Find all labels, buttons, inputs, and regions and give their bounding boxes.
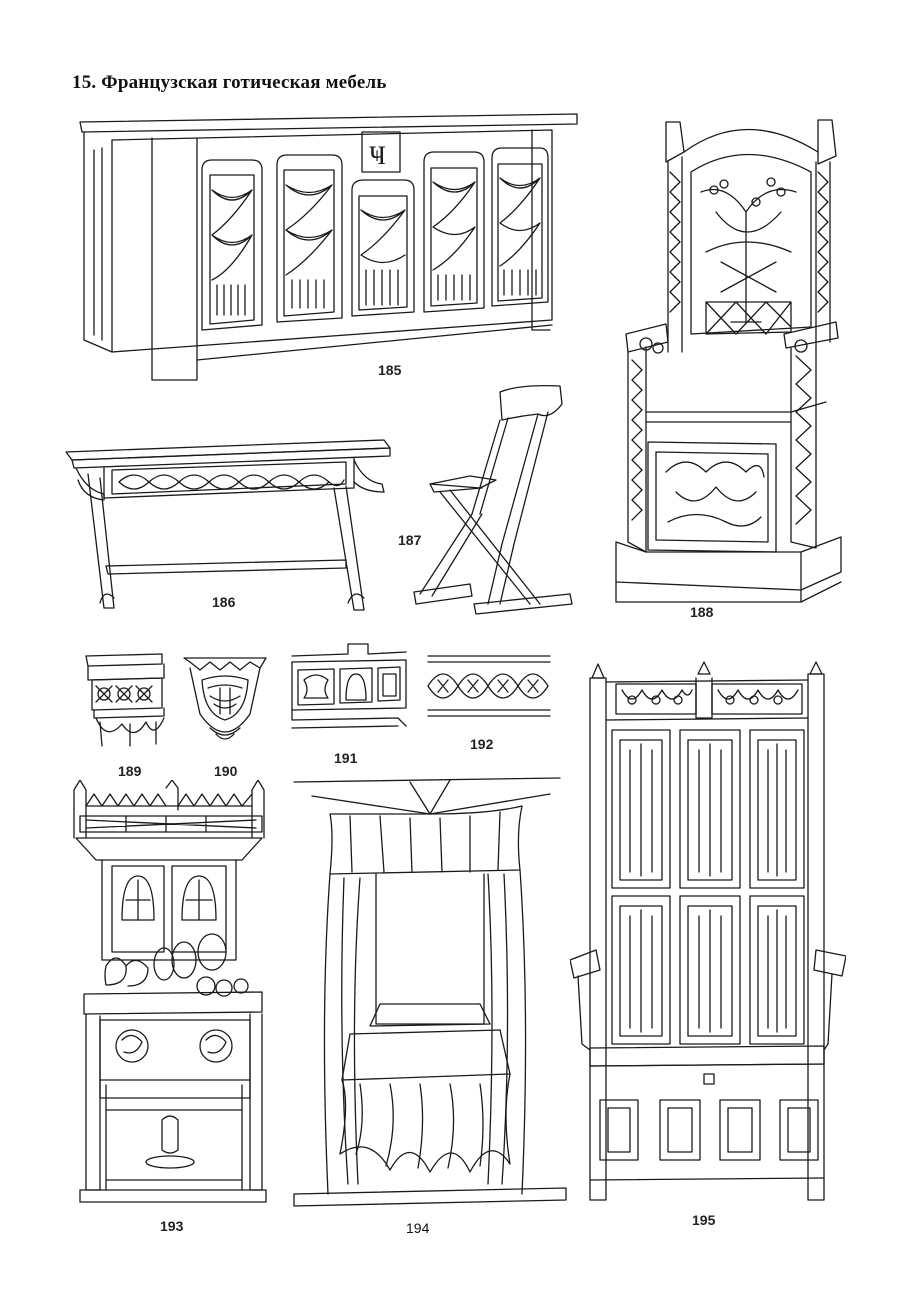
figure-189-label: 189 (118, 763, 142, 779)
figure-187-folding-chair-illustration (410, 384, 578, 624)
figure-191-ornament-illustration (288, 640, 412, 740)
figure-190-label: 190 (214, 763, 238, 779)
figure-189-ornament-illustration (82, 652, 168, 752)
figure-190-ornament-illustration (180, 654, 270, 750)
figure-195-label: 195 (692, 1212, 716, 1228)
figure-193-dresser-illustration (66, 780, 272, 1210)
page-number: 194 (406, 1220, 430, 1236)
figure-186-label: 186 (212, 594, 236, 610)
figure-188-label: 188 (690, 604, 714, 620)
figure-192-ornament-illustration (426, 652, 552, 722)
figure-185-label: 185 (378, 362, 402, 378)
svg-text:Ҹ: Ҹ (369, 141, 386, 170)
figure-187-label: 187 (398, 532, 422, 548)
figure-186-table-illustration (64, 438, 394, 618)
figure-194-canopy-bed-illustration (290, 774, 570, 1208)
figure-185-chest-illustration: Ҹ (72, 110, 584, 385)
figure-191-label: 191 (334, 750, 358, 766)
page-title: 15. Французская готическая мебель (72, 72, 387, 93)
figure-193-label: 193 (160, 1218, 184, 1234)
figure-195-settle-illustration (570, 660, 846, 1208)
figure-192-label: 192 (470, 736, 494, 752)
figure-188-throne-illustration (606, 112, 844, 606)
